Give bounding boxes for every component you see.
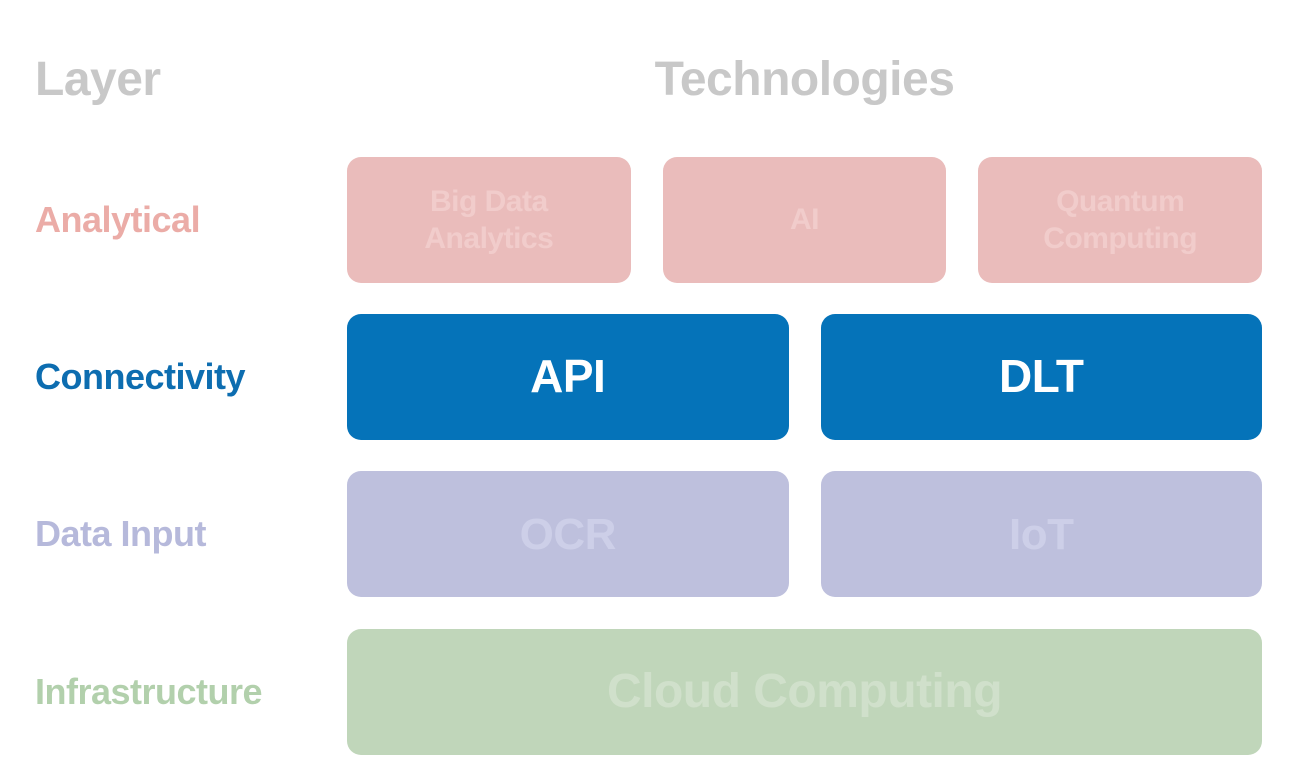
row-label-data-input: Data Input bbox=[35, 513, 207, 554]
tech-box-dlt: DLT bbox=[820, 314, 1262, 440]
analytical-layer-row: Analytical Big Data Analytics AI Quantum… bbox=[0, 157, 1300, 283]
infrastructure-boxes: Cloud Computing bbox=[347, 629, 1262, 755]
tech-box-ocr: OCR bbox=[347, 471, 789, 597]
infrastructure-layer-row: Infrastructure Cloud Computing bbox=[0, 629, 1300, 755]
layer-column-heading: Layer bbox=[35, 53, 161, 106]
tech-box-cloud-computing: Cloud Computing bbox=[347, 629, 1262, 755]
row-label-infrastructure: Infrastructure bbox=[35, 671, 263, 712]
connectivity-layer-row: Connectivity API DLT bbox=[0, 314, 1300, 440]
connectivity-boxes: API DLT bbox=[347, 314, 1262, 440]
data-input-boxes: OCR IoT bbox=[347, 471, 1262, 597]
tech-box-ai: AI bbox=[662, 157, 947, 283]
tech-box-api: API bbox=[347, 314, 789, 440]
tech-box-iot: IoT bbox=[820, 471, 1262, 597]
analytical-boxes: Big Data Analytics AI Quantum Computing bbox=[347, 157, 1263, 283]
technologies-column-heading: Technologies bbox=[654, 53, 955, 106]
row-label-connectivity: Connectivity bbox=[35, 356, 246, 397]
row-label-analytical: Analytical bbox=[35, 199, 201, 240]
tech-box-quantum-computing: Quantum Computing bbox=[978, 157, 1263, 283]
data-input-layer-row: Data Input OCR IoT bbox=[0, 471, 1300, 597]
tech-box-big-data-analytics: Big Data Analytics bbox=[347, 157, 631, 283]
